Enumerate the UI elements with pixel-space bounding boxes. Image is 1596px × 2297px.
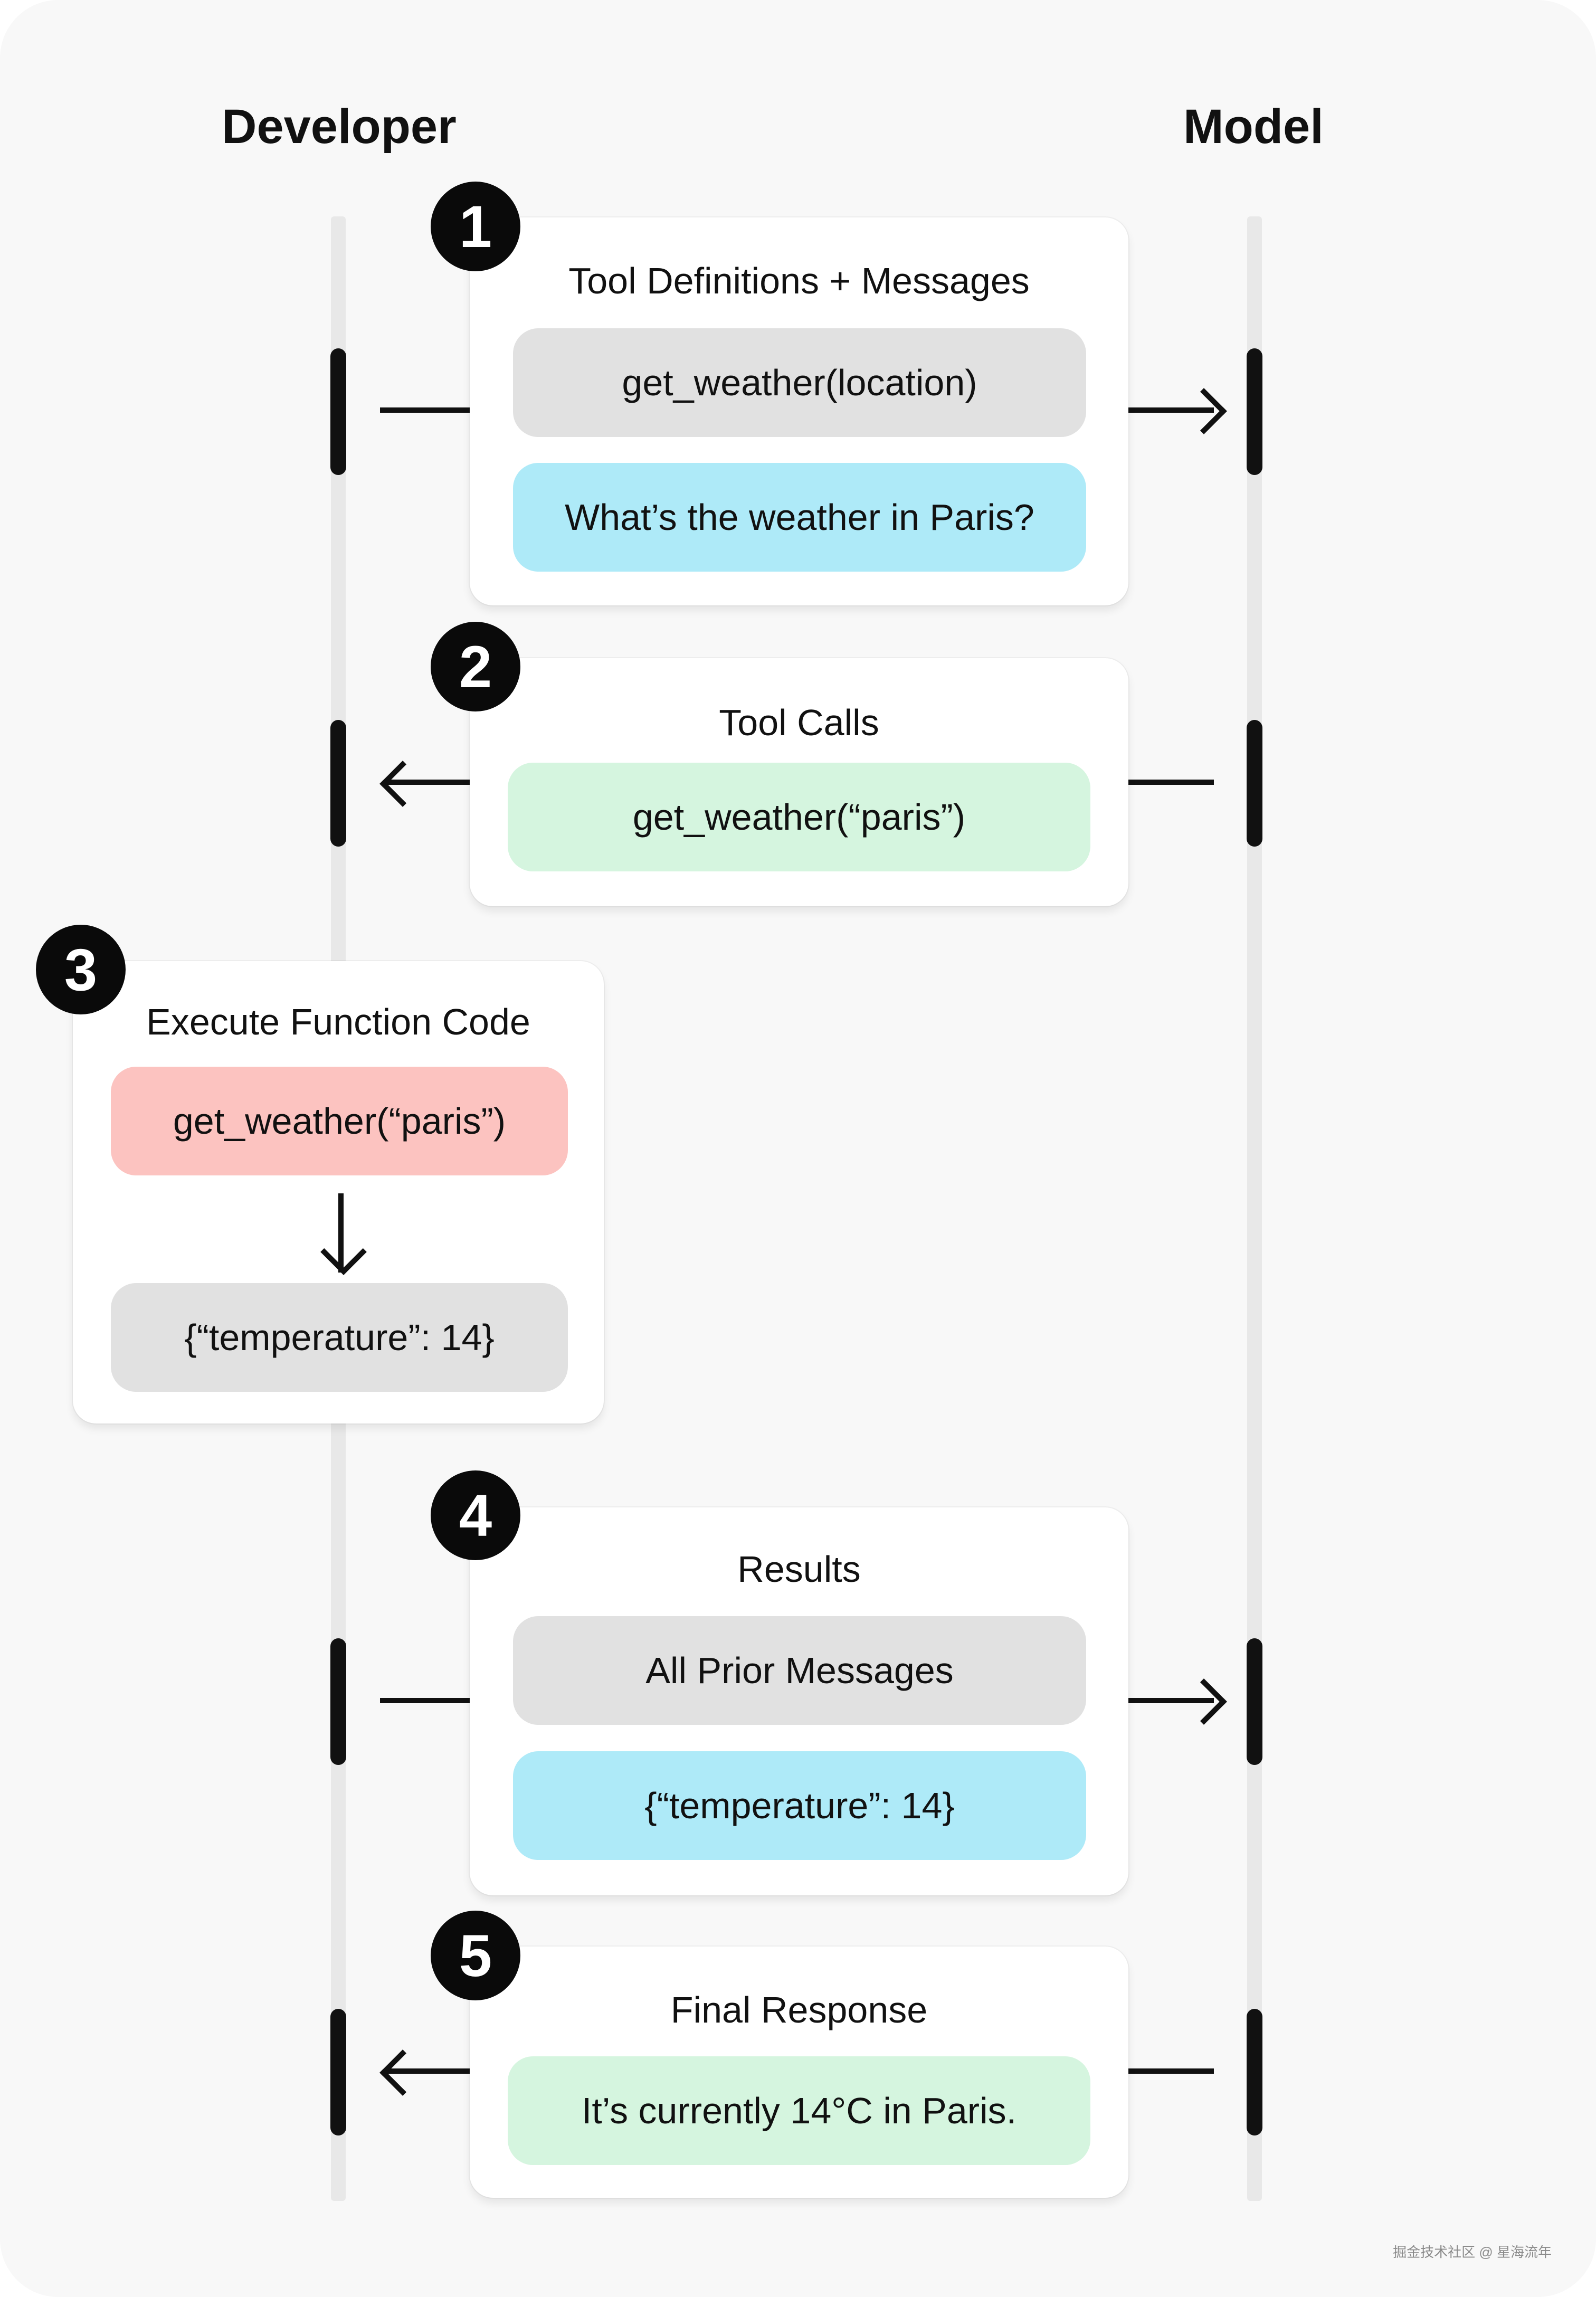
model-activation-marker [1247,348,1262,475]
step5-arrow-shaft [385,2068,470,2074]
step5-arrow-left-icon [379,2049,426,2096]
developer-activation-marker [330,348,346,475]
step3-function-call-pill: get_weather(“paris”) [111,1067,568,1175]
developer-activation-marker [330,1638,346,1765]
step4-number-badge: 4 [431,1470,520,1560]
step2-title: Tool Calls [719,702,879,743]
step2-arrow-shaft [385,780,470,785]
step4-arrow-right-icon [1181,1678,1227,1725]
step1-number-badge: 1 [431,182,520,271]
step3-arrow-shaft [338,1193,344,1273]
step1-user-message-pill: What’s the weather in Paris? [513,463,1086,572]
model-activation-marker [1247,1638,1262,1765]
step5-final-response-pill: It’s currently 14°C in Paris. [508,2056,1090,2165]
step1-arrow-shaft [1128,407,1214,413]
model-lifeline [1247,216,1262,2201]
step1-connector-line [380,407,470,413]
step2-tool-call-pill: get_weather(“paris”) [508,763,1090,871]
watermark: 掘金技术社区 @ 星海流年 [1393,2244,1552,2260]
step5-card: Final Response It’s currently 14°C in Pa… [470,1947,1128,2198]
step4-tool-result-pill: {“temperature”: 14} [513,1751,1086,1860]
step4-arrow-shaft [1128,1698,1214,1703]
developer-activation-marker [330,2009,346,2135]
developer-lane-label: Developer [222,100,457,154]
step4-title: Results [737,1549,861,1590]
step2-number-badge: 2 [431,622,520,711]
step2-connector-line [1128,780,1214,785]
developer-activation-marker [330,720,346,847]
step4-connector-line [380,1698,470,1703]
step3-result-pill: {“temperature”: 14} [111,1283,568,1392]
model-activation-marker [1247,720,1262,847]
step3-number-badge: 3 [36,925,126,1014]
step4-card: Results All Prior Messages {“temperature… [470,1507,1128,1895]
model-lane-label: Model [1183,100,1324,154]
step1-arrow-right-icon [1181,388,1227,434]
step3-card: Execute Function Code get_weather(“paris… [73,961,604,1423]
step4-prior-messages-pill: All Prior Messages [513,1616,1086,1725]
model-activation-marker [1247,2009,1262,2135]
step1-title: Tool Definitions + Messages [568,260,1030,301]
step5-title: Final Response [670,1989,928,2030]
step5-connector-line [1128,2068,1214,2074]
step1-tool-definition-pill: get_weather(location) [513,328,1086,437]
step2-card: Tool Calls get_weather(“paris”) [470,658,1128,906]
step5-number-badge: 5 [431,1911,520,2000]
step1-card: Tool Definitions + Messages get_weather(… [470,217,1128,605]
step3-title: Execute Function Code [146,1001,530,1042]
step2-arrow-left-icon [379,761,426,807]
step3-arrow-down-icon [320,1229,367,1275]
